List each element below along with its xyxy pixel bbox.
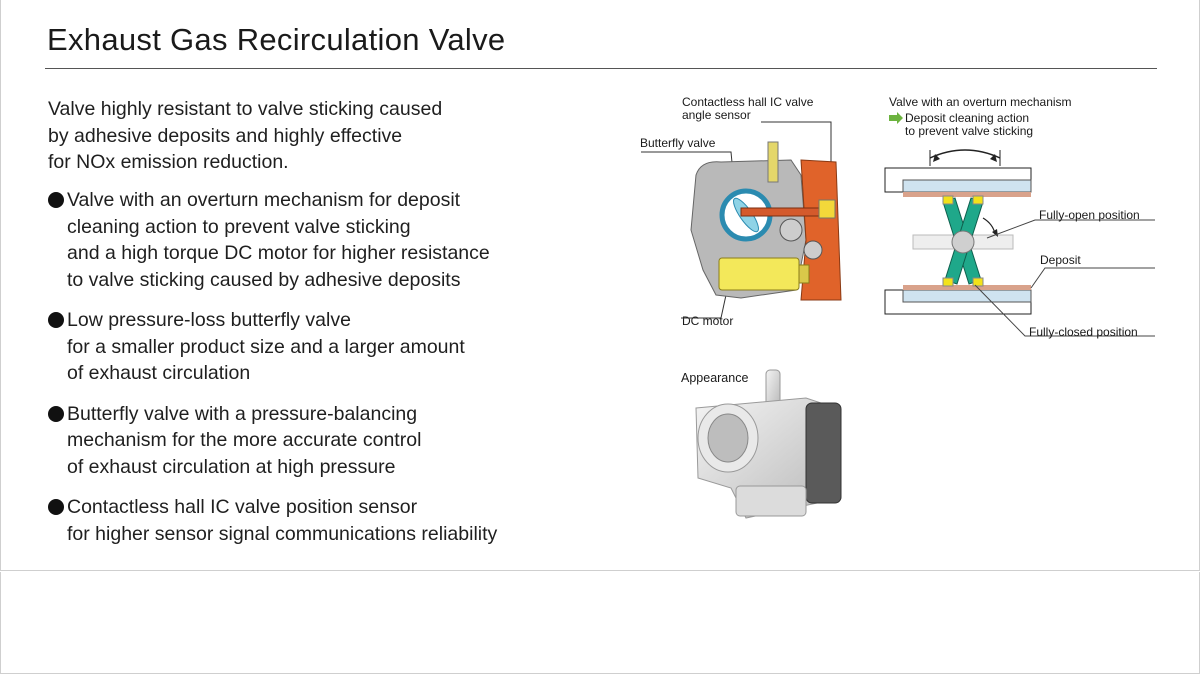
fully-closed-label: Fully-closed position <box>1029 325 1138 339</box>
bullet-dot-icon <box>48 192 64 208</box>
overturn-mechanism-diagram <box>884 149 1155 337</box>
feature-item: Butterfly valve with a pressure-balancin… <box>48 401 608 481</box>
page-title: Exhaust Gas Recirculation Valve <box>47 22 506 57</box>
mechanism-heading: Valve with an overturn mechanism <box>889 95 1072 109</box>
bullet-dot-icon <box>48 405 64 422</box>
feature-text: Valve with an overturn mechanism for dep… <box>67 189 490 291</box>
legend-label: Deposit cleaning action to prevent valve… <box>905 111 1034 138</box>
feature-text: Contactless hall IC valve position senso… <box>67 496 498 545</box>
fully-open-label: Fully-open position <box>1039 208 1140 222</box>
valve-cutaway-diagram <box>641 121 842 319</box>
valve-appearance-image <box>695 369 842 519</box>
intro-text: Valve highly resistant to valve sticking… <box>48 98 443 173</box>
feature-text: Low pressure-loss butterfly valve for a … <box>67 309 465 384</box>
feature-text: Butterfly valve with a pressure-balancin… <box>67 402 422 478</box>
title-divider <box>45 68 1157 69</box>
slide: Exhaust Gas Recirculation Valve Valve hi… <box>0 0 1200 571</box>
green-arrow-icon <box>889 112 903 124</box>
feature-list: Valve with an overturn mechanism for dep… <box>48 187 608 561</box>
feature-item: Contactless hall IC valve position senso… <box>48 494 608 547</box>
feature-item: Low pressure-loss butterfly valve for a … <box>48 307 608 387</box>
feature-item: Valve with an overturn mechanism for dep… <box>48 187 608 293</box>
appearance-label: Appearance <box>681 371 749 385</box>
blank-panel <box>0 572 1200 674</box>
bullet-dot-icon <box>48 312 64 328</box>
sensor-label: Contactless hall IC valve angle sensor <box>682 95 814 122</box>
bullet-dot-icon <box>48 499 64 515</box>
deposit-label: Deposit <box>1040 253 1081 267</box>
butterfly-valve-label: Butterfly valve <box>640 136 716 150</box>
